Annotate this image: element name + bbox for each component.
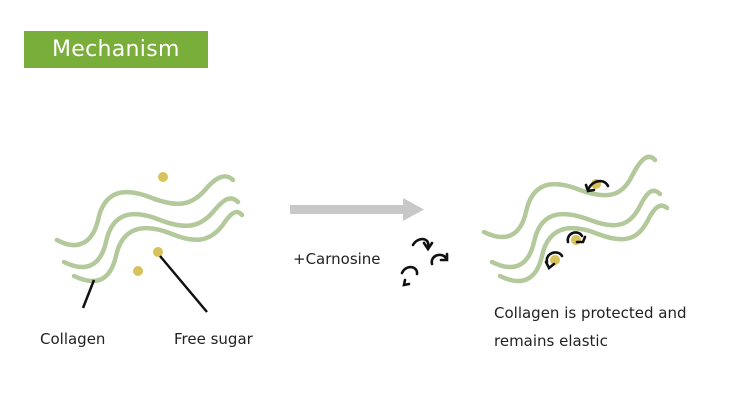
collagen-fibers-left bbox=[54, 174, 245, 284]
carnosine-bound-arrow-1 bbox=[584, 183, 596, 193]
result-label-line2: remains elastic bbox=[494, 332, 608, 350]
collagen-fiber-right-3 bbox=[497, 203, 670, 284]
carnosine-bound-2 bbox=[566, 231, 584, 244]
collagen-fiber-right-2 bbox=[489, 188, 663, 270]
carnosine-arrowhead-1 bbox=[422, 241, 434, 252]
result-label-line1: Collagen is protected and bbox=[494, 304, 687, 322]
carnosine-bound-1 bbox=[586, 179, 610, 192]
carnosine-molecule-2 bbox=[430, 253, 448, 266]
collagen-fibers-right bbox=[481, 154, 670, 284]
carnosine-bound-arrow-3 bbox=[544, 260, 556, 271]
carnosine-molecule-1 bbox=[411, 237, 430, 248]
carnosine-molecule-3 bbox=[400, 265, 419, 276]
collagen-fiber-right-1 bbox=[481, 154, 658, 240]
reaction-arrow bbox=[290, 198, 424, 221]
sugar-dot-left-1 bbox=[158, 172, 168, 182]
collagen-fiber-left-2 bbox=[61, 196, 241, 270]
carnosine-label: +Carnosine bbox=[293, 250, 381, 268]
title-text: Mechanism bbox=[52, 37, 180, 62]
sugar-pointer-line bbox=[159, 255, 208, 313]
sugar-dot-right-2 bbox=[571, 235, 581, 245]
arrow-head bbox=[403, 198, 424, 221]
sugar-dot-left-3 bbox=[133, 266, 143, 276]
free-sugar-label: Free sugar bbox=[174, 330, 253, 348]
carnosine-bound-arrow-2 bbox=[575, 235, 587, 244]
collagen-fiber-left-1 bbox=[54, 174, 236, 248]
arrow-shaft bbox=[290, 205, 405, 214]
collagen-label: Collagen bbox=[40, 330, 106, 348]
title-banner: Mechanism bbox=[24, 31, 208, 68]
sugar-dot-right-3 bbox=[550, 255, 560, 265]
carnosine-molecules-bound bbox=[544, 179, 610, 271]
carnosine-arrowhead-2 bbox=[439, 252, 449, 262]
sugar-dot-left-2 bbox=[153, 247, 163, 257]
collagen-fiber-left-3 bbox=[71, 209, 245, 284]
carnosine-arrowhead-3 bbox=[402, 278, 411, 287]
carnosine-bound-3 bbox=[545, 251, 564, 264]
collagen-pointer-line bbox=[81, 279, 96, 309]
carnosine-molecules-free bbox=[400, 237, 449, 287]
